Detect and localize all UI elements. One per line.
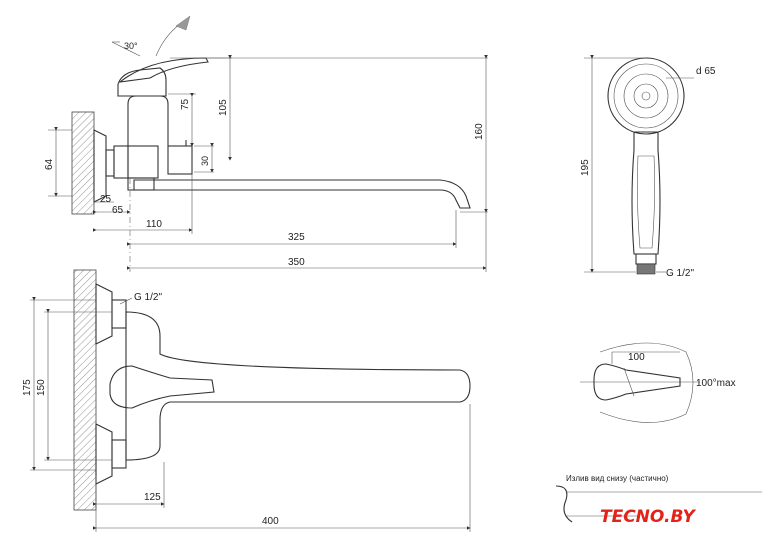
dim-325-label: 325 [288, 232, 305, 243]
dim-105-label: 105 [218, 99, 229, 116]
angle-30-label: 30° [124, 41, 138, 51]
shower-diameter-label: d 65 [696, 66, 716, 77]
dim-65-label: 65 [112, 205, 124, 216]
brand-logo: TECNO.BY [600, 507, 696, 527]
shower-thread-label: G 1/2" [666, 268, 694, 279]
shower-height-label: 195 [580, 159, 591, 176]
front-view: G 1/2" 175 150 125 400 [22, 269, 471, 532]
dim-64-label: 64 [44, 158, 55, 170]
shower-head-view: 195 d 65 G 1/2" [580, 55, 716, 279]
dim-125-label: 125 [144, 492, 161, 503]
dim-110-label: 110 [146, 219, 162, 230]
dim-160-label: 160 [474, 123, 485, 140]
wall-section-bottom [73, 269, 97, 511]
spout-bottom-note: Излив вид снизу (частично) [555, 474, 762, 523]
dim-350-label: 350 [288, 257, 305, 268]
handle-width-label: 100 [628, 352, 645, 363]
front-thread-label: G 1/2" [134, 292, 162, 303]
dim-400-label: 400 [262, 516, 279, 527]
dim-150-label: 150 [36, 379, 47, 396]
spout-note-caption: Излив вид снизу (частично) [566, 474, 669, 483]
side-view: 30° 75 105 160 30 64 25 [44, 15, 488, 272]
handle-rotation-view: 100 100°max [580, 342, 736, 423]
wall-section-top [71, 111, 95, 215]
brand-text: TECNO.BY [600, 507, 696, 527]
dim-25-label: 25 [100, 194, 112, 205]
dim-75-label: 75 [180, 98, 191, 110]
handle-angle-label: 100°max [696, 378, 736, 389]
dim-30-label: 30 [200, 156, 210, 166]
dim-175-label: 175 [22, 379, 33, 396]
